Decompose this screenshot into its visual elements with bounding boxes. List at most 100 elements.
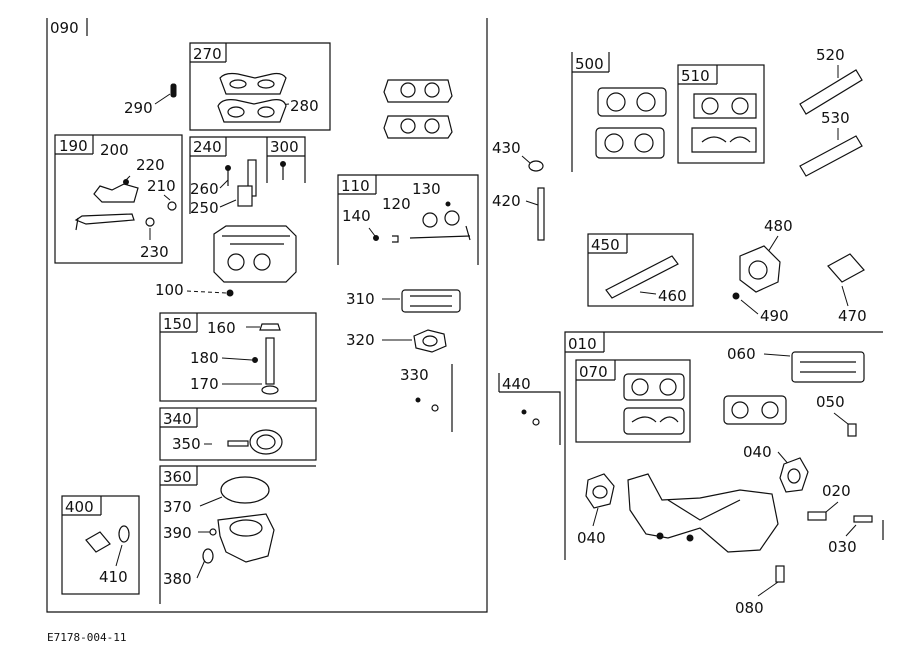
frame-270	[189, 42, 331, 131]
frame-510	[677, 64, 765, 164]
part-460-pipe	[605, 255, 679, 299]
group-label-500: 500	[575, 55, 604, 73]
group-label-440: 440	[502, 375, 531, 393]
part-370-oring	[220, 476, 270, 504]
part-label-040-left: 040	[577, 529, 606, 547]
part-label-210: 210	[147, 177, 176, 195]
part-360-housing	[217, 513, 275, 563]
part-060-gasket	[791, 351, 865, 383]
part-label-490: 490	[760, 307, 789, 325]
part-label-170: 170	[190, 375, 219, 393]
part-label-520: 520	[816, 46, 845, 64]
group-label-270: 270	[193, 45, 222, 63]
frame-340	[159, 407, 317, 461]
frame-150	[159, 312, 317, 402]
group-label-150: 150	[163, 315, 192, 333]
part-top-gasket-1	[383, 79, 453, 103]
part-190-lever	[74, 213, 135, 225]
part-500-gasket-2	[595, 127, 665, 159]
part-carburetor-body	[213, 225, 297, 283]
part-label-420: 420	[492, 192, 521, 210]
part-label-390: 390	[163, 524, 192, 542]
part-label-320: 320	[346, 331, 375, 349]
frame-070	[575, 359, 691, 443]
group-label-360: 360	[163, 468, 192, 486]
part-label-410: 410	[99, 568, 128, 586]
group-label-190: 190	[59, 137, 88, 155]
part-label-200: 200	[100, 141, 129, 159]
frame-190	[54, 134, 183, 264]
frame-450	[587, 233, 694, 307]
part-label-050: 050	[816, 393, 845, 411]
part-150-needle	[265, 337, 275, 385]
group-frames	[46, 18, 884, 613]
part-label-120: 120	[382, 195, 411, 213]
part-050-plug	[847, 423, 857, 437]
part-labels: 290 280 200 220 210 230 260 250 100 130 …	[47, 46, 867, 644]
part-160-cap	[259, 323, 281, 331]
part-label-430: 430	[492, 139, 521, 157]
part-350-diaphragm	[249, 429, 283, 455]
part-070-gasket-1	[623, 373, 685, 401]
part-label-100: 100	[155, 281, 184, 299]
part-270-gasket	[219, 72, 287, 95]
part-label-030: 030	[828, 538, 857, 556]
frame-090	[46, 18, 488, 613]
part-label-280: 280	[290, 97, 319, 115]
part-label-460: 460	[658, 287, 687, 305]
part-290-pin	[170, 83, 177, 98]
part-480-fuel-pump	[739, 245, 781, 293]
part-label-220: 220	[136, 156, 165, 174]
frame-360	[159, 465, 316, 604]
part-label-140: 140	[342, 207, 371, 225]
part-430-washer	[528, 160, 544, 172]
part-label-020: 020	[822, 482, 851, 500]
part-label-250: 250	[190, 199, 219, 217]
part-420-rod	[537, 187, 545, 241]
frame-010	[564, 331, 883, 560]
part-320-gasket	[413, 329, 447, 353]
group-label-450: 450	[591, 236, 620, 254]
part-010-gasket	[723, 395, 787, 425]
part-label-080: 080	[735, 599, 764, 617]
part-label-260: 260	[190, 180, 219, 198]
part-510-gasket-1	[693, 93, 757, 119]
part-label-330: 330	[400, 366, 429, 384]
part-400-valve	[85, 531, 111, 553]
part-120-float	[422, 212, 438, 228]
group-labels: 090 270 190 240 300 110 150 340 360 400 …	[50, 19, 710, 516]
part-label-180: 180	[190, 349, 219, 367]
part-label-530: 530	[821, 109, 850, 127]
part-label-130: 130	[412, 180, 441, 198]
part-label-350: 350	[172, 435, 201, 453]
group-label-010: 010	[568, 335, 597, 353]
group-label-300: 300	[270, 138, 299, 156]
frame-300	[267, 136, 306, 183]
part-drawings	[74, 69, 873, 583]
part-label-060: 060	[727, 345, 756, 363]
part-530-tube	[799, 135, 863, 177]
part-label-230: 230	[140, 243, 169, 261]
group-label-090: 090	[50, 19, 79, 37]
part-label-380: 380	[163, 570, 192, 588]
group-label-070: 070	[579, 363, 608, 381]
drawing-code: E7178-004-11	[47, 631, 126, 644]
frame-440	[499, 391, 561, 445]
part-label-310: 310	[346, 290, 375, 308]
part-label-370: 370	[163, 498, 192, 516]
part-label-290: 290	[124, 99, 153, 117]
part-label-480: 480	[764, 217, 793, 235]
part-intake-manifold	[627, 473, 779, 553]
part-label-040-right: 040	[743, 443, 772, 461]
part-040-gasket-right	[779, 457, 809, 493]
part-100-screw	[226, 289, 234, 297]
part-020-fitting	[807, 511, 827, 521]
part-470-filter	[827, 253, 865, 283]
part-200-plate	[93, 183, 139, 203]
group-label-240: 240	[193, 138, 222, 156]
part-label-160: 160	[207, 319, 236, 337]
group-label-110: 110	[341, 177, 370, 195]
part-040-gasket-left	[585, 473, 615, 509]
group-label-400: 400	[65, 498, 94, 516]
